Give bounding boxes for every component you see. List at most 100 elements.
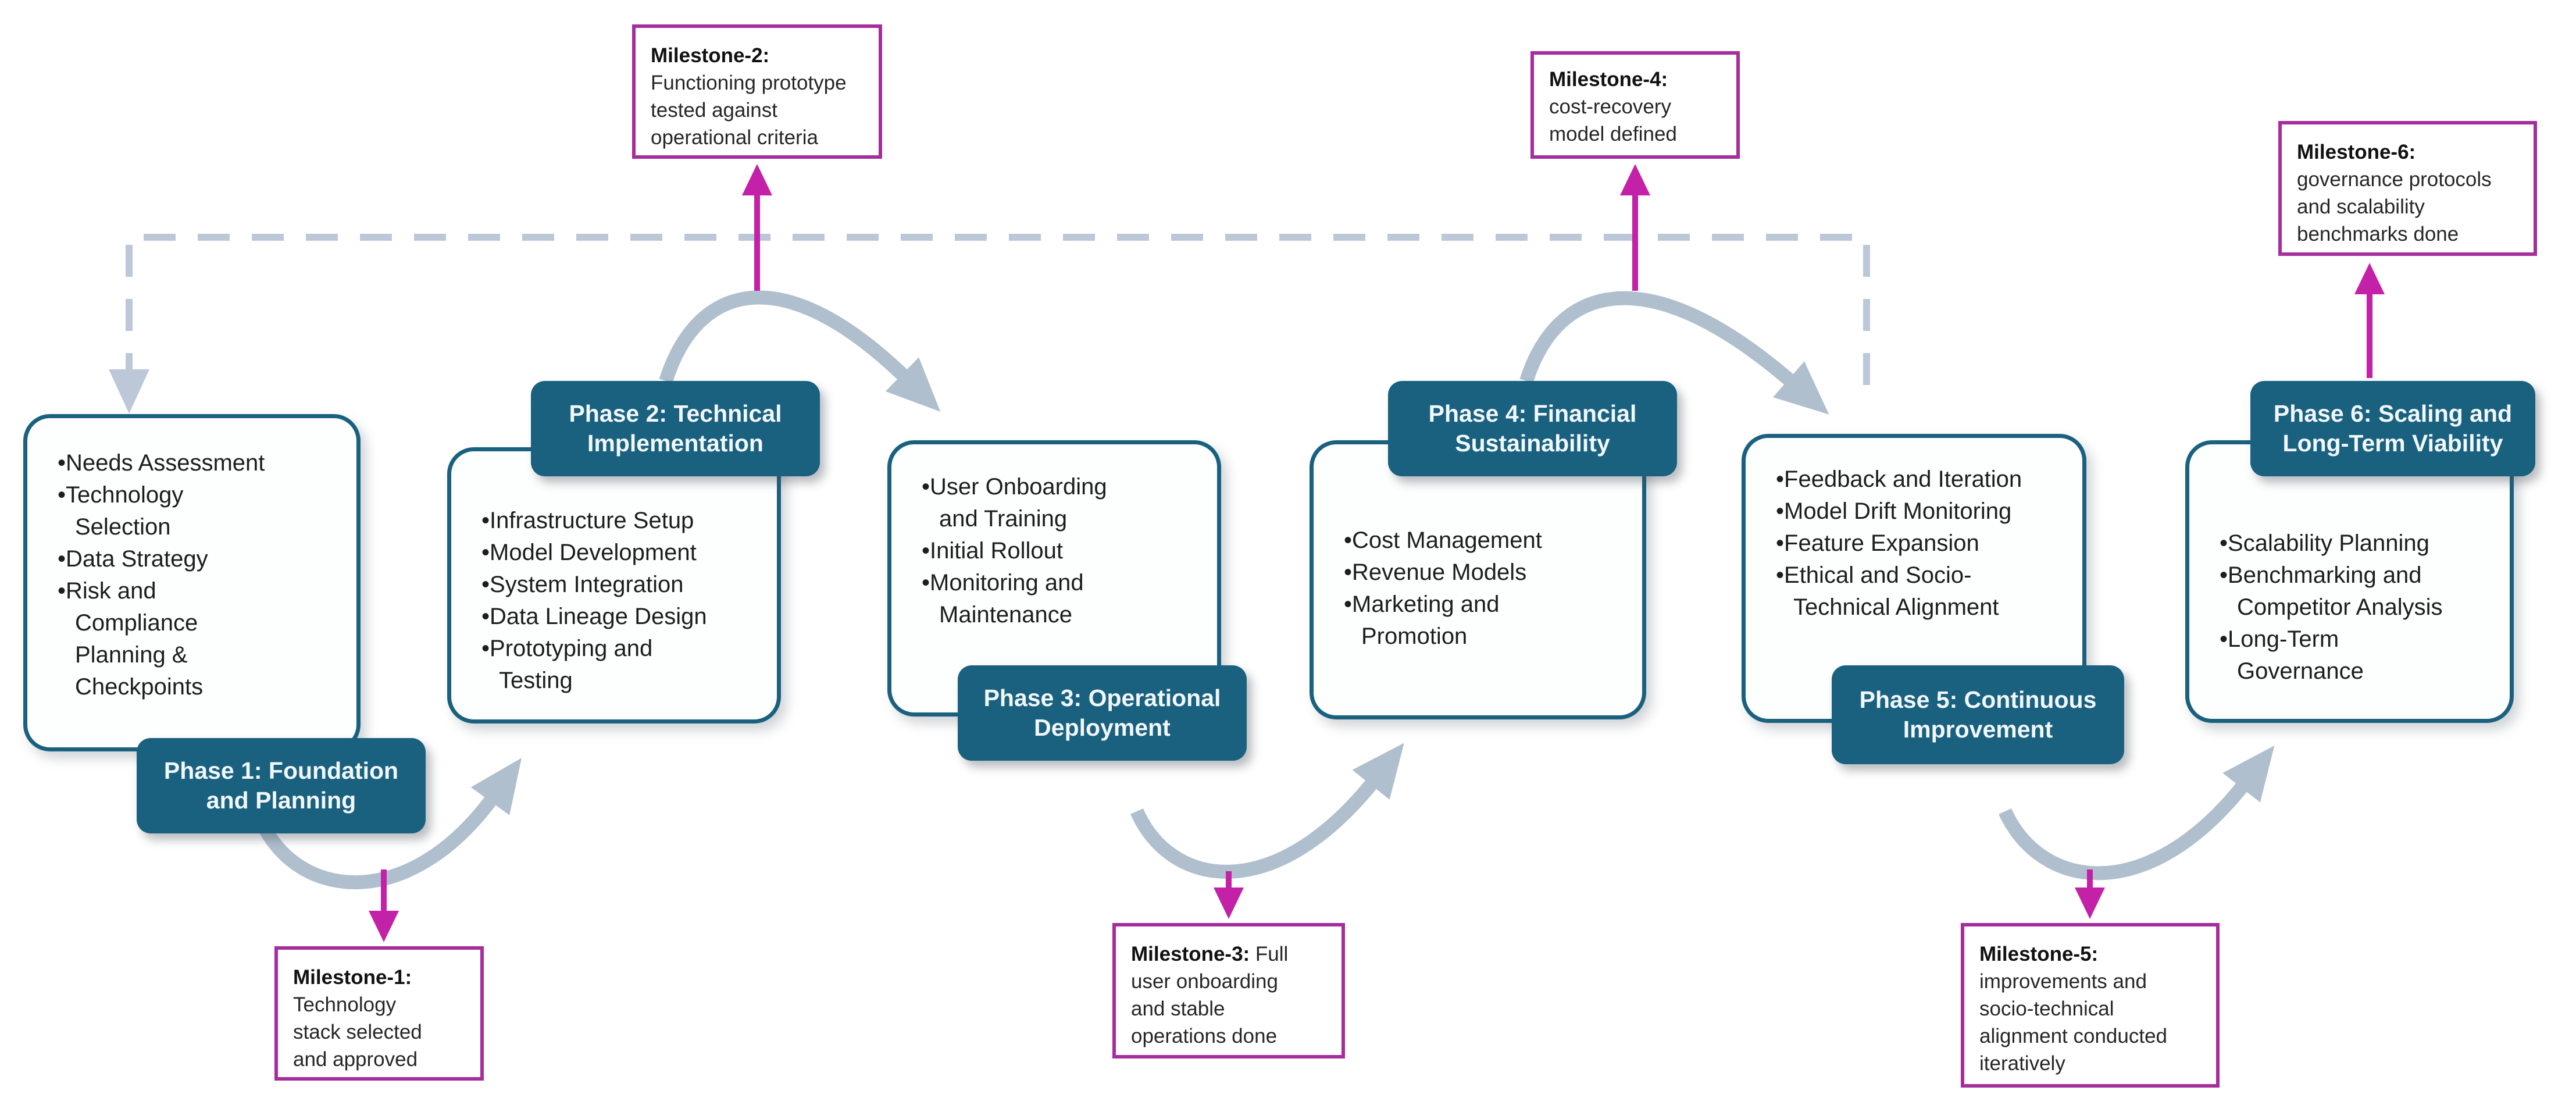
bullet-line: Technical Alignment — [1793, 594, 1999, 620]
phase-label-line: Phase 6: Scaling and — [2273, 400, 2513, 427]
bullet-line: Risk and — [58, 575, 346, 607]
bullet-line: Feature Expansion — [1776, 528, 2077, 559]
phase-label-line: Phase 3: Operational — [983, 685, 1221, 711]
phase-label-line: and Planning — [206, 787, 356, 814]
bullet-line: Planning & — [75, 642, 188, 668]
arrow-phase5-to-phase6 — [1999, 746, 2275, 881]
bullet-line: Scalability Planning — [2220, 528, 2504, 559]
bullet-line: Needs Assessment — [58, 447, 346, 479]
bullet-line: Governance — [2237, 658, 2364, 684]
bullet-item: Model Development — [481, 537, 769, 569]
phase-label-line: Sustainability — [1455, 430, 1610, 457]
bullet-item: Data Strategy — [58, 543, 346, 575]
phase-1-label: Phase 1: Foundation and Planning — [137, 738, 426, 833]
milestone-text-line: cost-recovery — [1549, 95, 1672, 118]
arrow-phase4-to-phase5 — [1519, 291, 1829, 415]
bullet-item: Benchmarking and Competitor Analysis — [2220, 559, 2504, 623]
bullet-line: Selection — [75, 514, 171, 540]
bullet-item: Technology Selection — [58, 479, 346, 543]
milestone-title: Milestone-6: — [2297, 141, 2416, 163]
bullet-line: Testing — [499, 668, 573, 693]
bullet-line: Model Development — [481, 537, 769, 569]
milestone-text-line: iteratively — [1979, 1052, 2065, 1075]
bullet-item: Ethical and Socio- Technical Alignment — [1776, 559, 2077, 623]
bullet-line: Initial Rollout — [922, 535, 1209, 567]
phase-label-line: Long-Term Viability — [2282, 430, 2503, 457]
milestone-text-line: tested against — [651, 99, 777, 122]
milestone-text-line: model defined — [1549, 123, 1677, 145]
bullet-item: Initial Rollout — [922, 535, 1209, 567]
milestone-text-line: Functioning prototype — [651, 72, 847, 94]
bullet-line: Model Drift Monitoring — [1776, 496, 2077, 528]
arrow-phase2-to-phase3 — [659, 290, 941, 412]
phase-2-content-box: Infrastructure Setup Model Development S… — [447, 447, 781, 723]
milestone-title: Milestone-3: — [1131, 943, 1250, 965]
bullet-line: Marketing and — [1344, 589, 1634, 621]
bullet-line: Benchmarking and — [2220, 559, 2504, 591]
milestone-text-line: socio-technical — [1979, 997, 2114, 1020]
phase-2-label: Phase 2: Technical Implementation — [531, 381, 820, 476]
bullet-item: Feedback and Iteration — [1776, 464, 2077, 496]
milestone-4-box: Milestone-4: cost-recovery model defined — [1530, 51, 1740, 159]
milestone-text-line: user onboarding — [1131, 970, 1278, 993]
bullet-line: User Onboarding — [922, 471, 1209, 503]
phase-label-line: Phase 5: Continuous — [1859, 686, 2097, 713]
bullet-line: Technology — [58, 479, 346, 511]
milestone-title: Milestone-5: — [1979, 943, 2099, 965]
milestone-text-line: stack selected — [293, 1021, 422, 1043]
milestone-text-line: improvements and — [1979, 970, 2147, 993]
bullet-line: Compliance — [75, 610, 198, 636]
phase-4-label: Phase 4: Financial Sustainability — [1388, 381, 1677, 476]
bullet-line: Checkpoints — [75, 674, 204, 700]
bullet-line: Monitoring and — [922, 567, 1209, 599]
milestone-text-line: Technology — [293, 993, 397, 1016]
bullet-line: Maintenance — [939, 602, 1073, 628]
phase-5-label: Phase 5: Continuous Improvement — [1832, 665, 2124, 764]
milestone-text-line: operations done — [1131, 1025, 1278, 1047]
phase-6-label: Phase 6: Scaling and Long-Term Viability — [2250, 381, 2535, 476]
bullet-item: Risk and Compliance Planning & Checkpoin… — [58, 575, 346, 703]
bullet-item: Infrastructure Setup — [481, 505, 769, 537]
phase-label-line: Phase 4: Financial — [1428, 400, 1637, 427]
feedback-dashed-arrow — [109, 234, 1870, 414]
bullet-item: System Integration — [481, 569, 769, 601]
milestone-1-box: Milestone-1: Technology stack selected a… — [274, 946, 484, 1081]
bullet-line: System Integration — [481, 569, 769, 601]
milestone-3-box: Milestone-3: Full user onboarding and st… — [1112, 923, 1345, 1058]
milestone-5-box: Milestone-5: improvements and socio-tech… — [1961, 923, 2220, 1088]
milestone-text-line: and approved — [293, 1048, 418, 1071]
milestone-2-box: Milestone-2: Functioning prototype teste… — [632, 24, 882, 159]
bullet-line: Long-Term — [2220, 623, 2504, 655]
bullet-item: Monitoring and Maintenance — [922, 567, 1209, 631]
milestone-text-line: governance protocols — [2297, 168, 2492, 191]
milestone-text-line: alignment conducted — [1979, 1025, 2167, 1047]
bullet-item: Data Lineage Design — [481, 601, 769, 633]
bullet-item: Long-Term Governance — [2220, 623, 2504, 687]
milestone-text-line: and scalability — [2297, 195, 2425, 218]
bullet-line: Feedback and Iteration — [1776, 464, 2077, 496]
bullet-line: Competitor Analysis — [2237, 594, 2443, 620]
milestone-text-line: benchmarks done — [2297, 223, 2459, 245]
bullet-line: Revenue Models — [1344, 557, 1634, 589]
bullet-item: User Onboarding and Training — [922, 471, 1209, 535]
bullet-line: Data Lineage Design — [481, 601, 769, 633]
bullet-item: Revenue Models — [1344, 557, 1634, 589]
bullet-line: and Training — [939, 506, 1068, 532]
phase-label-line: Phase 1: Foundation — [163, 757, 399, 784]
phase-label-line: Improvement — [1903, 716, 2053, 743]
arrow-phase1-to-phase2 — [254, 758, 522, 889]
bullet-item: Scalability Planning — [2220, 528, 2504, 559]
bullet-line: Prototyping and — [481, 633, 769, 665]
milestone-title: Milestone-2: — [651, 44, 770, 67]
bullet-line: Promotion — [1361, 623, 1468, 649]
milestone-title-suffix: Full — [1250, 943, 1289, 965]
milestone-title: Milestone-1: — [293, 966, 412, 989]
milestone-text-line: operational criteria — [651, 126, 818, 149]
bullet-item: Prototyping and Testing — [481, 633, 769, 697]
arrow-phase3-to-phase4 — [1130, 743, 1404, 879]
phase-label-line: Implementation — [587, 430, 763, 457]
bullet-item: Marketing and Promotion — [1344, 589, 1634, 653]
phase-label-line: Deployment — [1034, 714, 1171, 741]
phase-3-label: Phase 3: Operational Deployment — [958, 665, 1247, 761]
